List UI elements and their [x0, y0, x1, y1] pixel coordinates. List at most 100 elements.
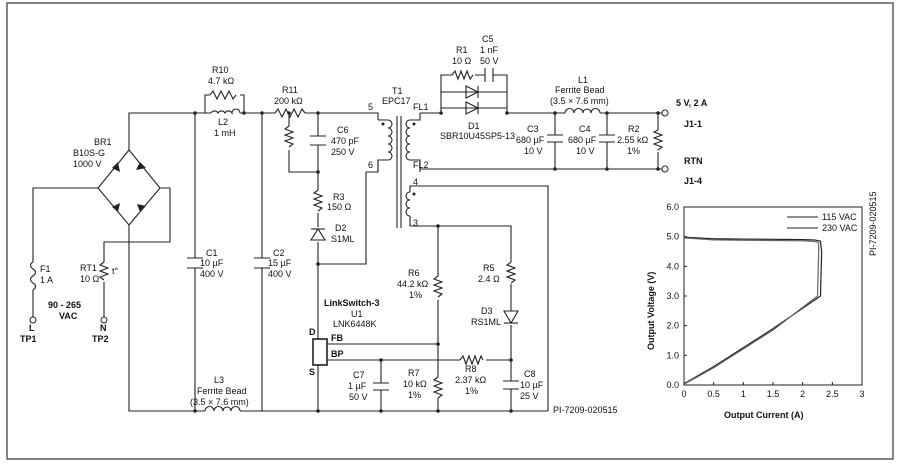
r6-value: 44.2 kΩ — [397, 279, 429, 289]
c2-value: 15 µF — [268, 258, 292, 268]
j1-1-label: J1-1 — [684, 119, 702, 129]
diode-d2 — [309, 227, 327, 241]
r8-name: R8 — [465, 364, 477, 374]
node — [379, 409, 383, 413]
u1-title: LinkSwitch-3 — [324, 298, 380, 308]
wire-n — [103, 187, 171, 317]
r2-tol: 1% — [627, 146, 640, 156]
chart-y-ticks: 0.01.02.03.04.05.06.0 — [666, 202, 687, 390]
thermistor-rt1 — [98, 261, 110, 281]
wire-r5-d3-c8 — [438, 225, 512, 411]
r5-value: 2.4 Ω — [478, 274, 500, 284]
r8-tol: 1% — [465, 386, 478, 396]
t1-pin3: 3 — [413, 218, 418, 228]
d2-name: D2 — [335, 223, 347, 233]
capacitor-c1 — [187, 257, 203, 269]
c7-rating: 50 V — [349, 392, 368, 402]
bridge-diode-4 — [137, 204, 146, 212]
capacitor-c5 — [484, 68, 494, 82]
output-terminal-j1-1 — [661, 109, 669, 117]
fuse-f1 — [29, 261, 37, 291]
resistor-r5 — [505, 261, 517, 284]
node — [379, 358, 383, 362]
c6-rating: 250 V — [331, 147, 355, 157]
node — [553, 111, 557, 115]
input-range-label: 90 - 265 — [48, 300, 81, 310]
t1-primary — [378, 119, 393, 161]
node — [436, 342, 440, 346]
node — [316, 111, 320, 115]
resistor-r2 — [652, 129, 664, 151]
rt1-name: RT1 — [80, 263, 97, 273]
diode-d3 — [503, 310, 519, 325]
t1-secondary — [405, 113, 421, 172]
series-line-1 — [683, 236, 823, 385]
node — [439, 111, 443, 115]
wire-pin6 — [318, 160, 379, 265]
rt1-value: 10 Ω — [80, 274, 100, 284]
r2-value: 2.55 kΩ — [617, 135, 649, 145]
resistor-snubber — [283, 125, 295, 148]
y-tick-label: 2.0 — [666, 321, 679, 331]
r6-tol: 1% — [409, 290, 422, 300]
wire-u1-pins — [317, 343, 511, 411]
r7-name: R7 — [408, 368, 420, 378]
c6-value: 470 pF — [331, 136, 360, 146]
f1-name: F1 — [40, 264, 51, 274]
t1-bias-winding — [405, 185, 549, 411]
node — [509, 409, 513, 413]
node — [656, 111, 660, 115]
resistor-r3 — [312, 189, 324, 212]
n-label: N — [100, 323, 107, 333]
resistor-r11 — [274, 107, 306, 119]
c7-value: 1 µF — [348, 381, 367, 391]
x-tick-label: 2.5 — [826, 389, 839, 399]
graph-id: PI-7209-020515 — [868, 191, 878, 256]
t1-pin5: 5 — [368, 102, 373, 112]
c6-name: C6 — [337, 125, 349, 135]
diode-d1b — [465, 101, 480, 115]
br1-rating: 1000 V — [73, 159, 102, 169]
legend-115: 115 VAC — [822, 212, 857, 222]
schematic-id: PI-7209-020515 — [553, 405, 618, 415]
resistor-r1 — [451, 69, 474, 81]
legend-230: 230 VAC — [822, 223, 858, 233]
node — [242, 111, 246, 115]
node — [287, 111, 291, 115]
x-tick-label: 1 — [741, 389, 746, 399]
output-terminal-j1-4 — [661, 165, 669, 173]
chart-ylabel: Output Voltage (V) — [646, 272, 656, 350]
l2-value: 1 mH — [214, 128, 236, 138]
t1-fl1: FL1 — [413, 102, 429, 112]
d3-name: D3 — [481, 306, 493, 316]
capacitor-c8 — [503, 380, 519, 390]
u1-pin-fb: FB — [331, 333, 343, 343]
u1-pin-bp: BP — [331, 349, 344, 359]
ferrite-bead-l1 — [564, 107, 601, 114]
u1-part: LNK6448K — [333, 319, 377, 329]
series-line-2 — [683, 237, 820, 385]
c8-name: C8 — [524, 369, 536, 379]
t1-dot — [412, 192, 416, 196]
wire-output-rail — [420, 74, 662, 114]
node — [193, 409, 197, 413]
r1-value: 10 Ω — [452, 56, 472, 66]
chart-plot-area — [683, 206, 863, 386]
c3-value: 680 µF — [516, 135, 545, 145]
l1-size: (3.5 × 7.6 mm) — [550, 96, 609, 106]
chart-xlabel: Output Current (A) — [724, 410, 803, 420]
c2-name: C2 — [273, 248, 285, 258]
capacitors-c3-c4 — [547, 134, 615, 143]
tp2-label: TP2 — [92, 334, 109, 344]
d3-part: RS1ML — [471, 317, 501, 327]
r6-name: R6 — [408, 268, 420, 278]
wire-bridge-minus — [128, 225, 195, 412]
node — [605, 111, 609, 115]
resistor-r6 — [432, 275, 444, 298]
r8-value: 2.37 kΩ — [455, 375, 487, 385]
t1-fl2: FL2 — [413, 160, 429, 170]
tp1-label: TP1 — [20, 334, 37, 344]
x-tick-label: 1.5 — [767, 389, 780, 399]
